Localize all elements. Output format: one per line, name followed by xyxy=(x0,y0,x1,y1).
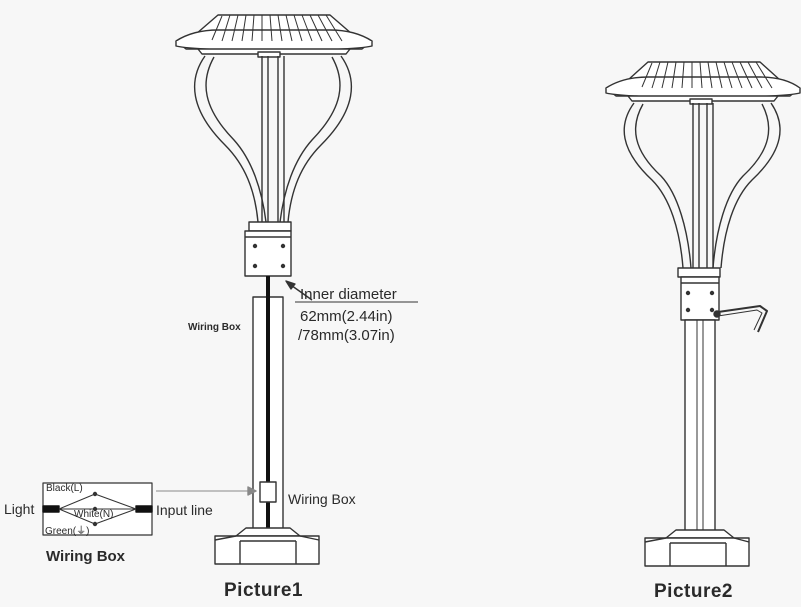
wiring-box-pointer-label: Wiring Box xyxy=(288,491,356,507)
lamp-picture1 xyxy=(156,14,418,565)
wiring-box-vertical-label: Wiring Box xyxy=(188,322,241,333)
inner-diameter-pointer xyxy=(285,280,418,303)
lamp-collar-2 xyxy=(677,267,721,321)
lamp-base-2 xyxy=(644,529,750,567)
inner-diameter-size-2: /78mm(3.07in) xyxy=(298,327,395,344)
hex-key xyxy=(713,305,768,333)
lamp-arms-1 xyxy=(193,55,353,223)
picture2-caption: Picture2 xyxy=(654,581,733,602)
lamp-head-1 xyxy=(175,14,373,58)
lamp-head-2 xyxy=(605,61,801,105)
lamp-arms-2 xyxy=(623,102,781,269)
lamp-picture2 xyxy=(605,61,801,567)
wiring-box-pointer xyxy=(156,486,257,496)
wire-black-label: Black(L) xyxy=(46,483,83,494)
lamp-collar-1 xyxy=(244,221,292,277)
wire-green-label: Green(⏚) xyxy=(45,526,90,537)
inner-diameter-size-1: 62mm(2.44in) xyxy=(300,308,393,325)
picture1-caption: Picture1 xyxy=(224,580,303,601)
lamp-pole-2 xyxy=(684,319,716,537)
wiring-diagram-title: Wiring Box xyxy=(46,548,126,565)
inner-diameter-heading: Inner diameter xyxy=(300,286,397,303)
lamp-base-1 xyxy=(214,527,320,565)
wire-white-label: White(N) xyxy=(74,509,114,520)
wiring-light-label: Light xyxy=(4,501,35,517)
wiring-input-line-label: Input line xyxy=(156,502,213,518)
lamp-pole-1 xyxy=(252,276,284,538)
wiring-diagram xyxy=(42,482,153,536)
